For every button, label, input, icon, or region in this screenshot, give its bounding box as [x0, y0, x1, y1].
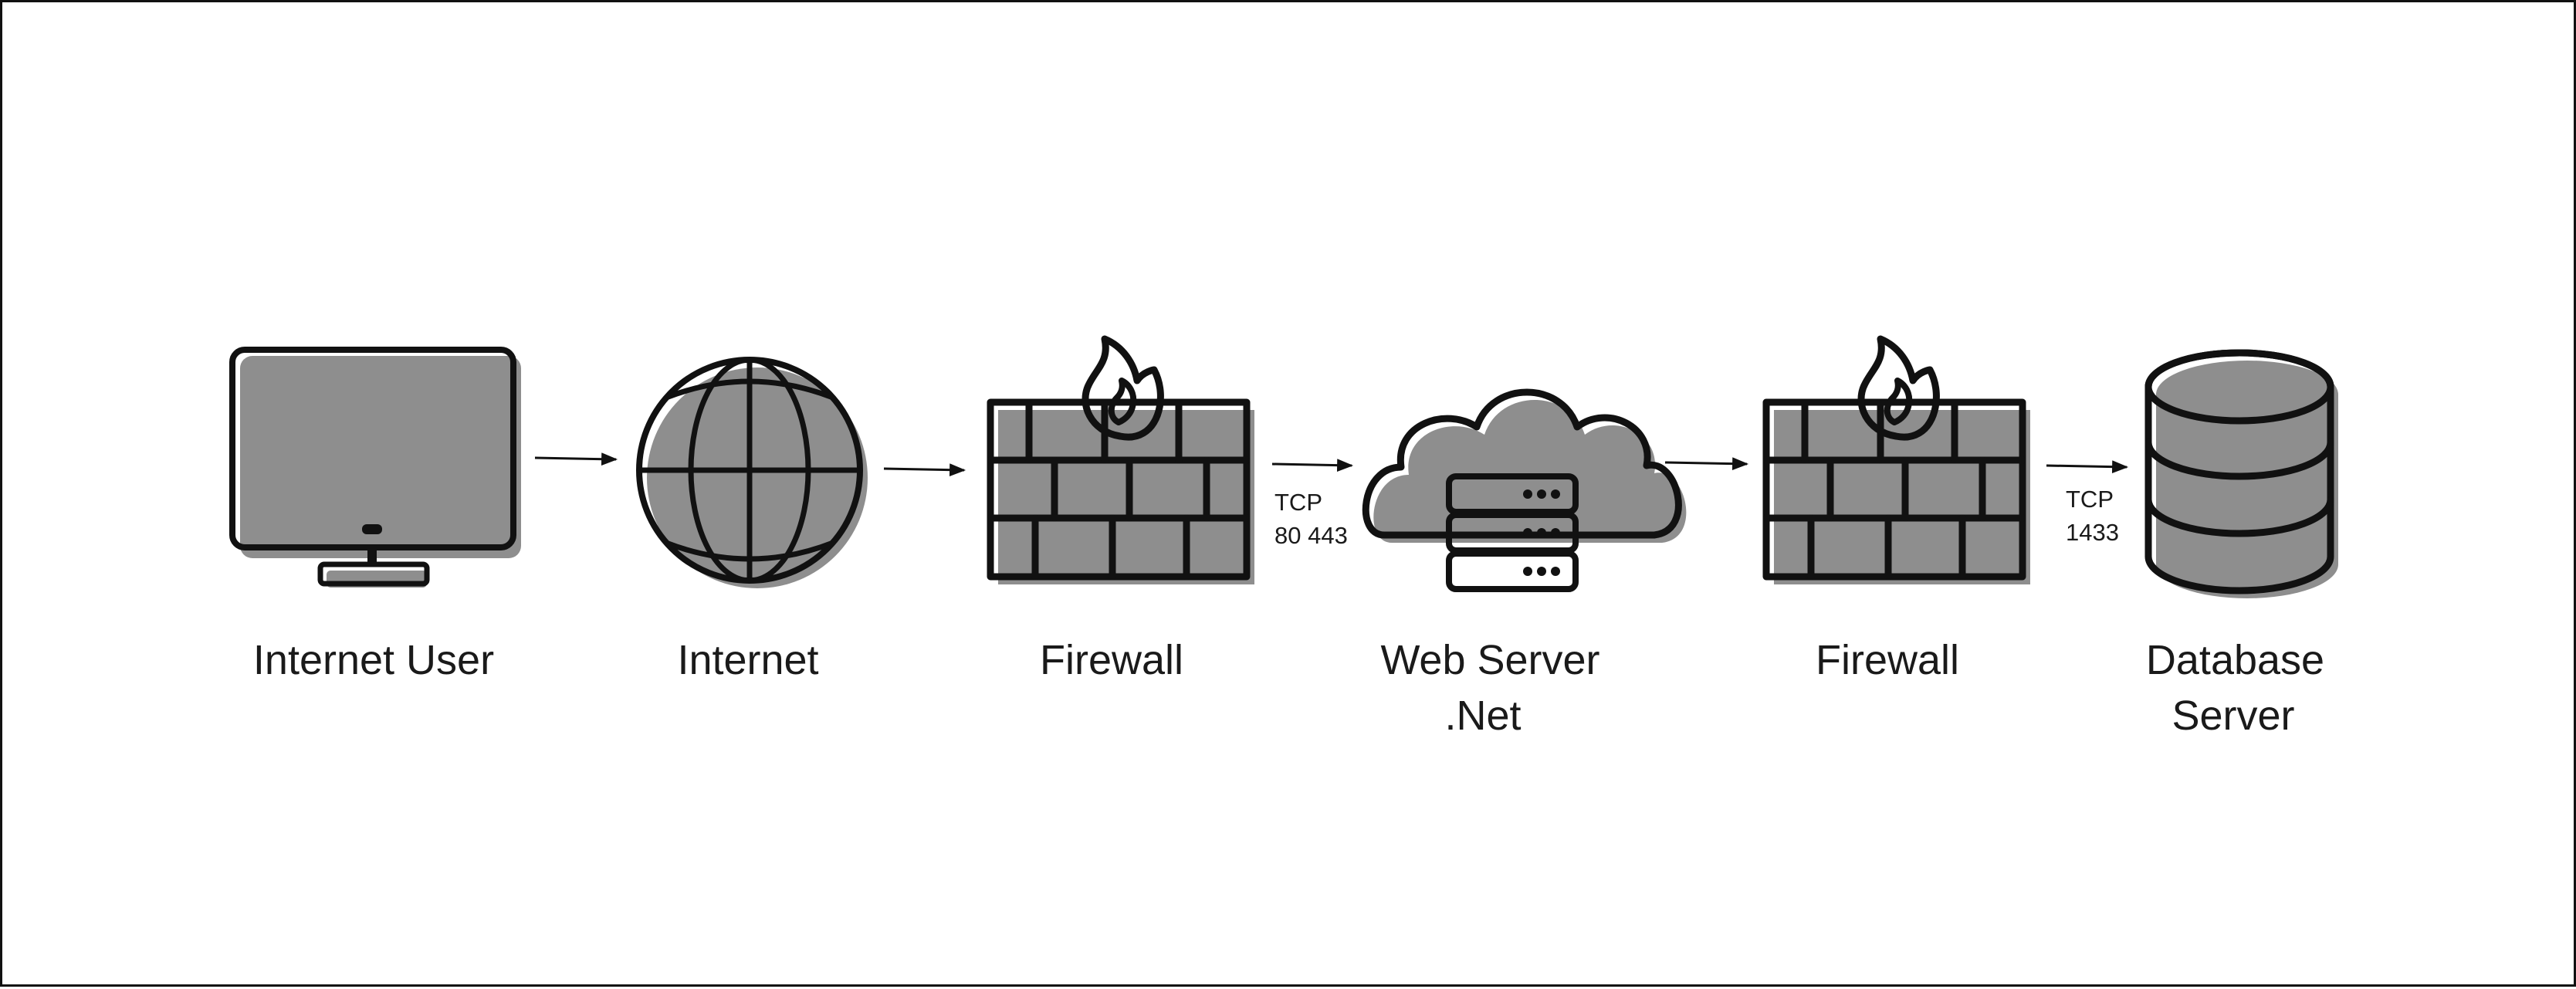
arrow [883, 463, 966, 477]
node-firewall-2: Firewall [1762, 335, 2030, 683]
database-icon [2144, 349, 2338, 598]
node-label-line: Firewall [1816, 637, 1959, 683]
server-stack-icon [1446, 473, 1579, 592]
node-internet-user: Internet User [229, 347, 521, 683]
node-label-line: Database [2146, 637, 2324, 683]
port-label-line: TCP [2066, 486, 2113, 513]
node-label: Database Server [2146, 637, 2336, 739]
port-label: TCP 1433 [2066, 486, 2120, 546]
node-label-line: Internet [677, 637, 818, 683]
node-firewall-1: Firewall [987, 335, 1254, 683]
node-label: Internet [677, 637, 818, 683]
port-label: TCP 80 443 [1274, 489, 1348, 549]
node-web-server: Web Server .Net [1362, 388, 1687, 739]
firewall-icon [1762, 335, 2030, 584]
node-internet: Internet [636, 357, 868, 683]
globe-icon [636, 357, 868, 588]
cloud-server-icon [1362, 388, 1687, 592]
arrow [1664, 457, 1749, 471]
node-label-line: Firewall [1040, 637, 1183, 683]
arrow [534, 452, 618, 466]
node-label: Firewall [1040, 637, 1183, 683]
connection-firewall-1-to-web-server: TCP 80 443 [1271, 459, 1354, 549]
arrow [2046, 460, 2129, 474]
monitor-icon [229, 347, 521, 588]
arrow [1271, 459, 1354, 472]
port-label-line: TCP [1274, 489, 1322, 516]
node-label: Web Server .Net [1380, 637, 1611, 739]
node-label-line: Web Server [1380, 637, 1599, 683]
flame-icon [1857, 335, 1940, 441]
node-label: Internet User [253, 637, 494, 683]
node-label-line: Internet User [253, 637, 494, 683]
connection-internet-user-to-internet [534, 452, 618, 466]
connection-web-server-to-firewall-2 [1664, 457, 1749, 471]
node-label: Firewall [1816, 637, 1959, 683]
port-label-line: 80 443 [1274, 522, 1348, 549]
connection-internet-to-firewall-1 [883, 463, 966, 477]
node-label-line: .Net [1444, 693, 1521, 739]
node-database-server: Database Server [2144, 349, 2338, 739]
flame-icon [1082, 335, 1164, 441]
port-label-line: 1433 [2066, 519, 2119, 546]
firewall-icon [987, 335, 1254, 584]
connection-firewall-2-to-database-server: TCP 1433 [2046, 460, 2129, 546]
node-label-line: Server [2171, 693, 2294, 739]
